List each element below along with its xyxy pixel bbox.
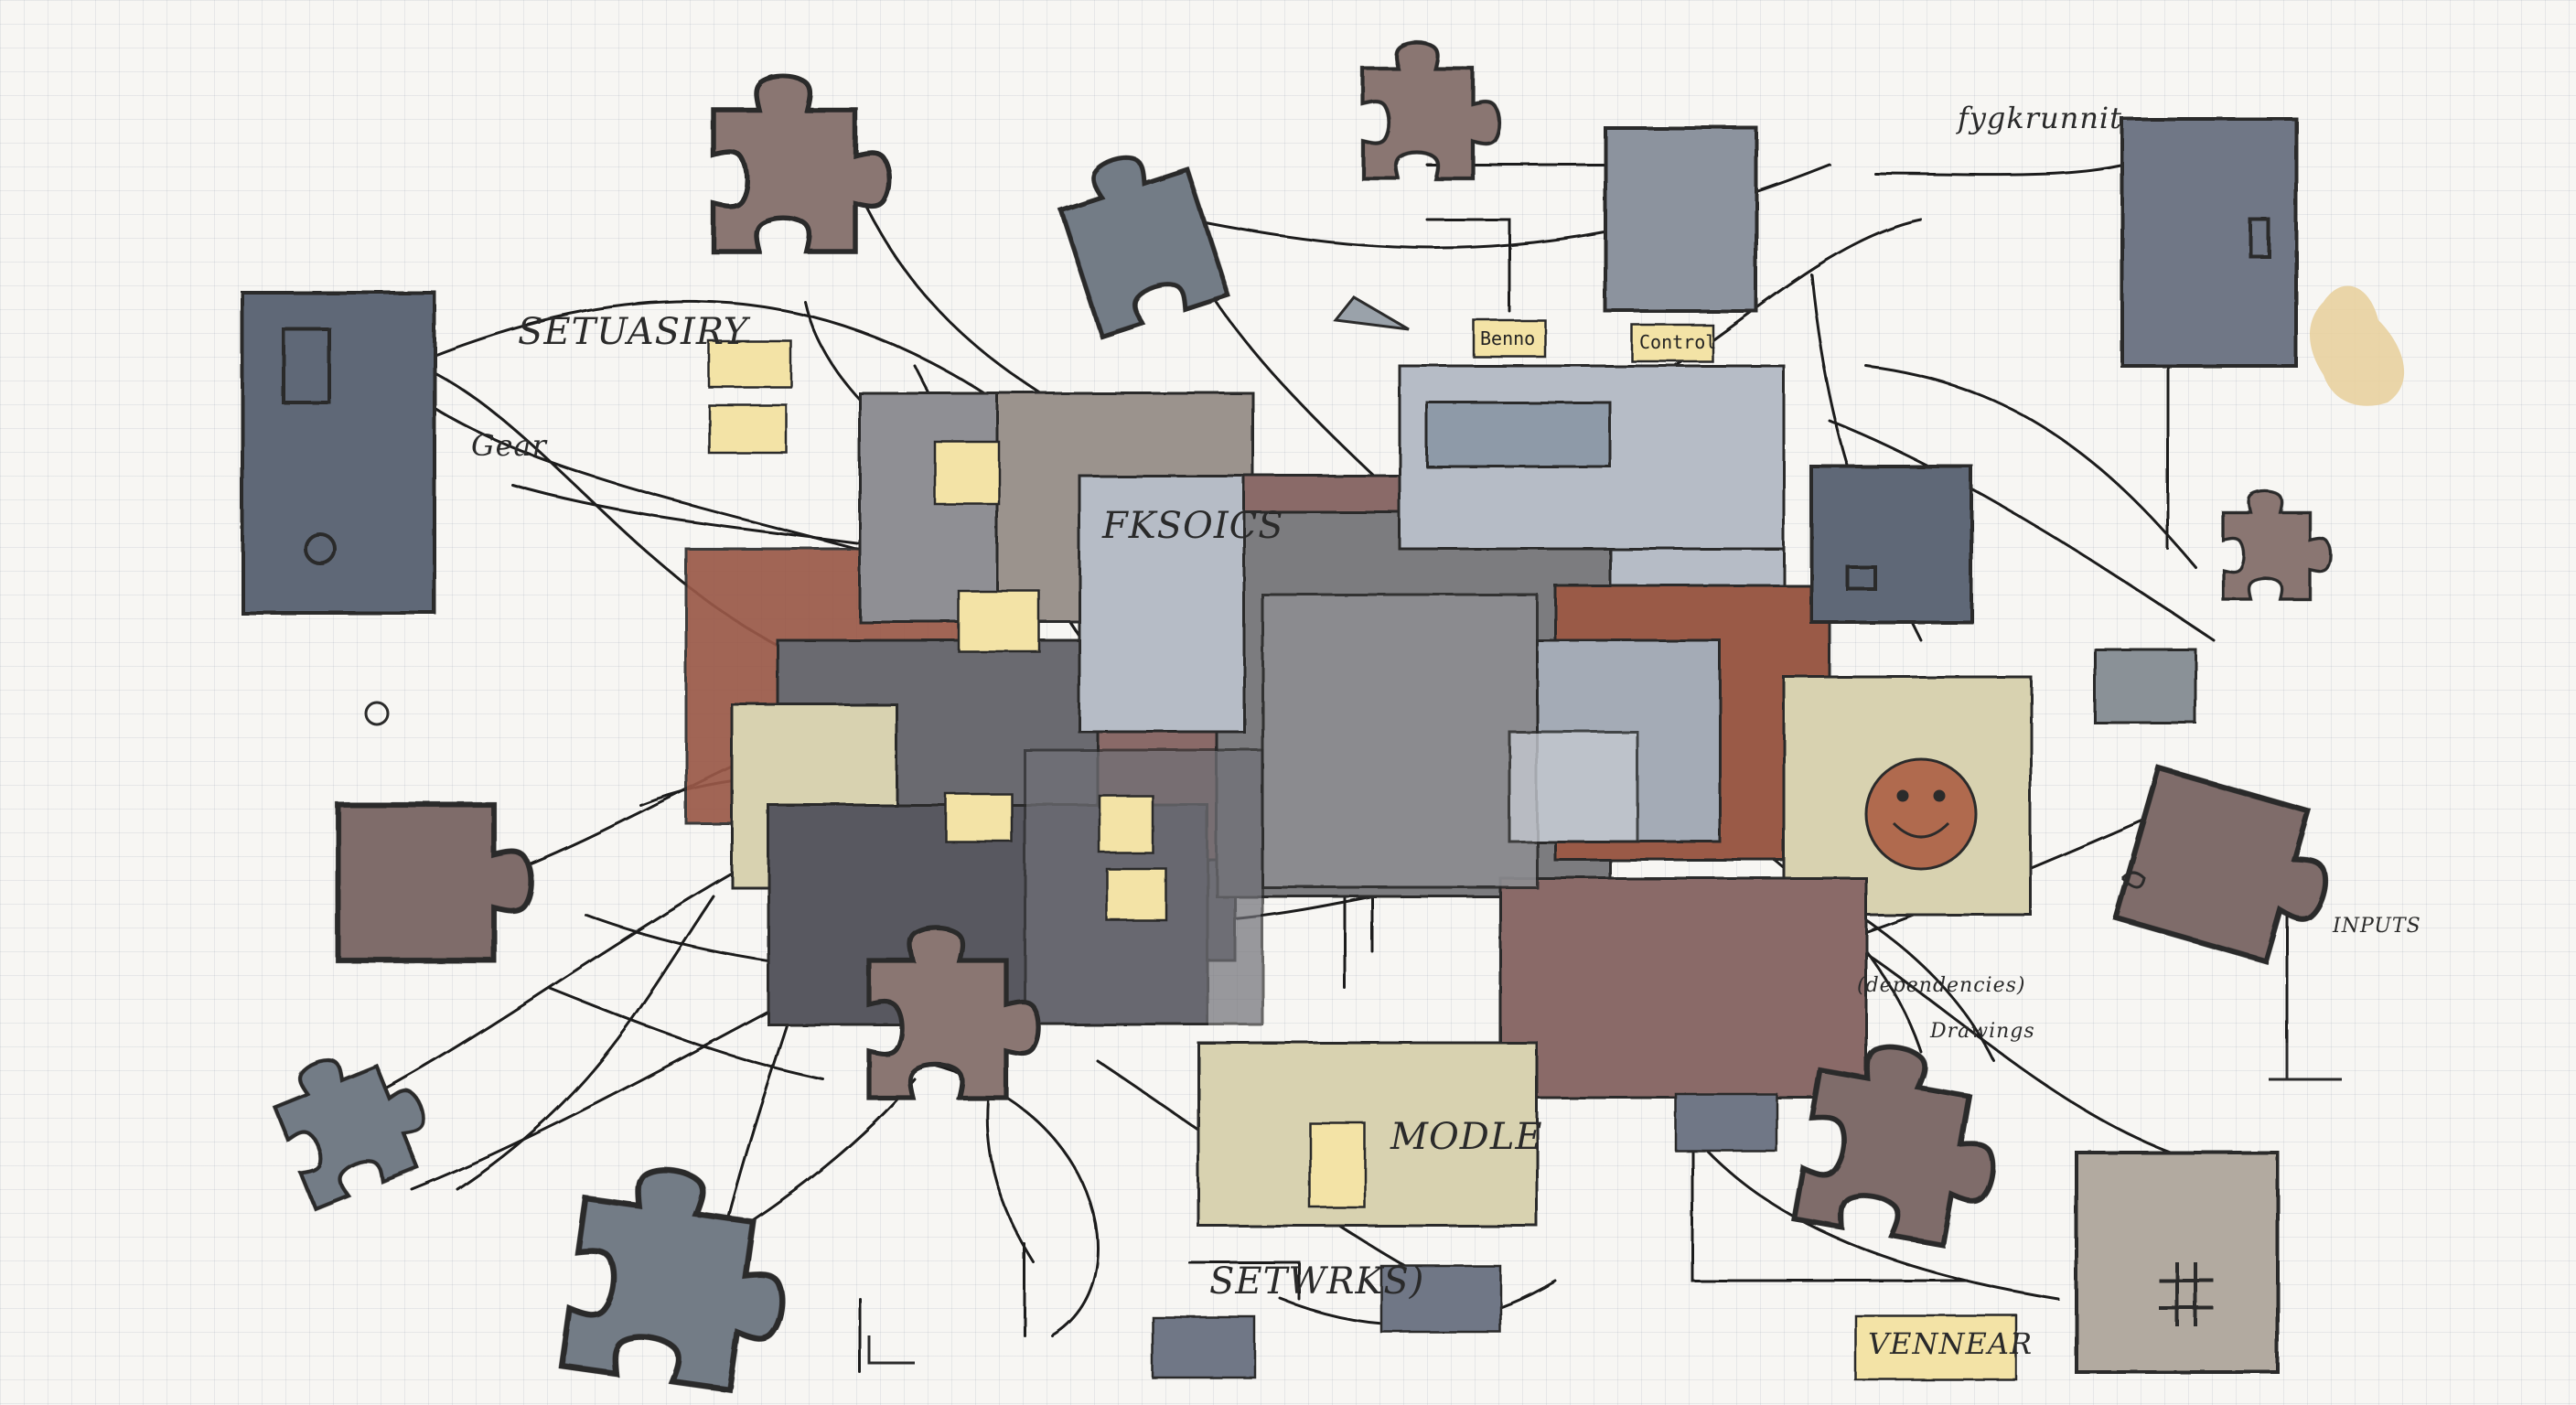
top-center-panel: [1604, 126, 1758, 313]
bottom-right-panel: [2075, 1151, 2280, 1374]
label-panel: [1078, 474, 1246, 734]
left-panel: [241, 291, 436, 615]
doodles: [364, 295, 2342, 1365]
puzzle-piece-icon: [264, 1032, 441, 1208]
sticky-note-icon: [957, 589, 1041, 653]
coffee-stain: [2310, 285, 2405, 406]
sticky-note-icon: [944, 792, 1014, 843]
sticky-notes: [707, 318, 2018, 1381]
label-drawings: Drawings: [1930, 1020, 2035, 1043]
sticky-note-icon: [1308, 1121, 1367, 1209]
sticky-note-icon: [1472, 318, 1547, 359]
label-module: MODLE: [1390, 1116, 1543, 1158]
puzzle-piece-icon: [338, 805, 531, 960]
sticky-note-icon: [1098, 794, 1154, 854]
label-inputs: INPUTS: [2333, 915, 2421, 938]
puzzle-piece-icon: [1051, 139, 1228, 336]
puzzle-piece-icon: [2221, 489, 2333, 601]
puzzle-piece-icon: [2116, 768, 2344, 971]
sticky-note-icon: [1105, 867, 1168, 922]
label-vennear: VENNEAR: [1868, 1326, 2034, 1361]
label-gear: Gear: [471, 428, 547, 463]
smiley-face-icon: [1864, 757, 1978, 871]
label-setwrks: SETWRKS): [1209, 1260, 1425, 1303]
label-fksoics: FKSOICS: [1102, 505, 1284, 547]
puzzle-piece-icon: [714, 76, 889, 252]
module-panel: [1197, 1041, 1539, 1228]
right-top-panel: [2120, 117, 2298, 368]
note-control-text: Control: [1639, 331, 1717, 353]
puzzle-piece-icon: [1363, 43, 1499, 179]
sticky-note-icon: [1630, 323, 1714, 363]
label-fygkrunnit: fygkrunnit: [1958, 101, 2123, 135]
overlay-panel: [1261, 593, 1539, 889]
brown-panel: [1498, 876, 1868, 1099]
hash-grid-icon: [2159, 1262, 2214, 1326]
label-setuasiry: SETUASIRY: [518, 311, 749, 353]
sticky-note-icon: [1853, 1314, 2018, 1381]
right-mid-panel: [1809, 465, 1973, 624]
sticky-note-icon: [707, 339, 793, 389]
small-grey-box: [2093, 648, 2197, 724]
label-dependencies: (dependencies): [1857, 974, 2026, 997]
sticky-note-icon: [1151, 1315, 1257, 1379]
sticky-note-icon: [707, 403, 789, 455]
monitor-icon: [1398, 364, 1786, 551]
sticky-note-icon: [1379, 1264, 1502, 1334]
note-bend-text: Benno: [1480, 327, 1536, 349]
puzzle-piece-icon: [562, 1158, 799, 1395]
sticky-note-icon: [1674, 1092, 1778, 1153]
sticky-note-icon: [933, 440, 1001, 506]
